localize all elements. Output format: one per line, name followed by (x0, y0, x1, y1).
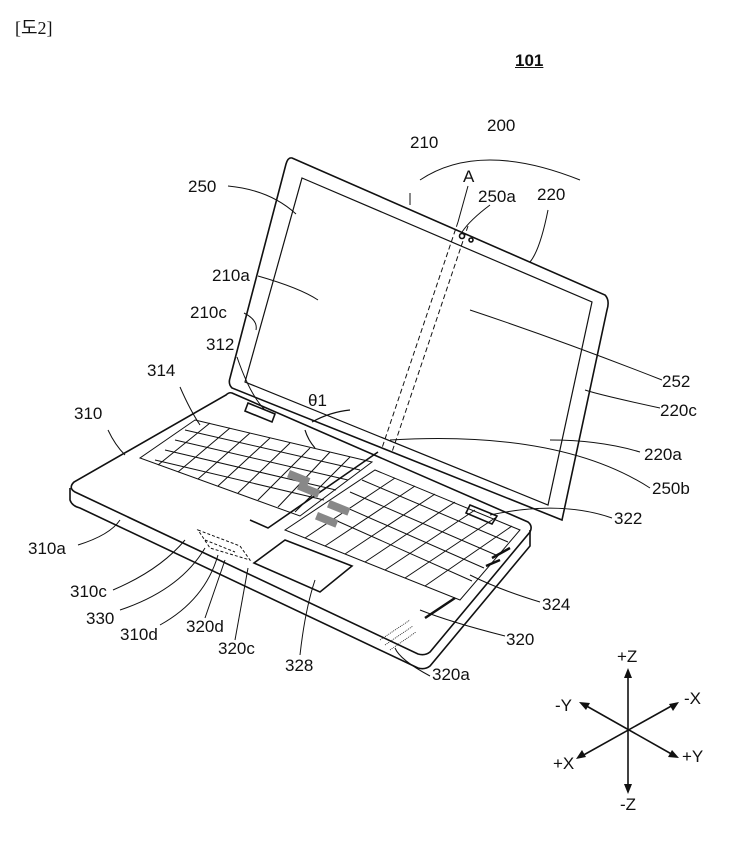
hinge-left (243, 401, 277, 424)
fold-axis (381, 221, 469, 453)
label-328: 328 (285, 656, 314, 675)
reference-number: 101 (515, 51, 544, 70)
label-314: 314 (147, 361, 176, 380)
label-310c: 310c (70, 582, 107, 601)
label-322: 322 (614, 509, 643, 528)
label-210c: 210c (190, 303, 227, 322)
touchpad (252, 539, 354, 593)
label-210a: 210a (212, 266, 250, 285)
base-housing (70, 391, 532, 656)
label-330: 330 (86, 609, 115, 628)
label-310: 310 (74, 404, 103, 423)
theta-arc (304, 409, 351, 449)
keyboard-right (283, 469, 521, 601)
label-220c: 220c (660, 401, 697, 420)
label-320d: 320d (186, 617, 224, 636)
axis-triad (576, 668, 679, 794)
keyboard-left (138, 419, 374, 517)
label-250b: 250b (652, 479, 690, 498)
display-housing (228, 157, 609, 522)
label-310a: 310a (28, 539, 66, 558)
label-210: 210 (410, 133, 439, 152)
speaker-grille (379, 619, 417, 651)
label-250: 250 (188, 177, 217, 196)
figure-label: [도2] (15, 18, 53, 38)
label-theta1: θ1 (308, 391, 327, 410)
axis-label-ny: -Y (555, 696, 572, 715)
label-252: 252 (662, 372, 691, 391)
label-200: 200 (487, 116, 516, 135)
label-320a: 320a (432, 665, 470, 684)
region-330 (196, 528, 252, 561)
axis-label-nz: -Z (620, 795, 637, 814)
label-250a: 250a (478, 187, 516, 206)
label-320c: 320c (218, 639, 255, 658)
label-220: 220 (537, 185, 566, 204)
axis-label-px: +X (553, 754, 575, 773)
sensor (468, 237, 474, 243)
display-screen (244, 177, 593, 506)
base-fold-line (249, 451, 379, 529)
label-310d: 310d (120, 625, 158, 644)
label-A: A (463, 167, 475, 186)
label-320: 320 (506, 630, 535, 649)
base-side (69, 488, 531, 670)
label-220a: 220a (644, 445, 682, 464)
axis-label-py: +Y (682, 747, 704, 766)
label-312: 312 (206, 335, 235, 354)
ports (424, 546, 511, 620)
label-324: 324 (542, 595, 571, 614)
axis-label-nx: -X (684, 689, 701, 708)
shaded-keys (287, 469, 351, 528)
camera (458, 232, 466, 240)
axis-label-pz: +Z (617, 647, 638, 666)
leader-lines (77, 159, 663, 677)
